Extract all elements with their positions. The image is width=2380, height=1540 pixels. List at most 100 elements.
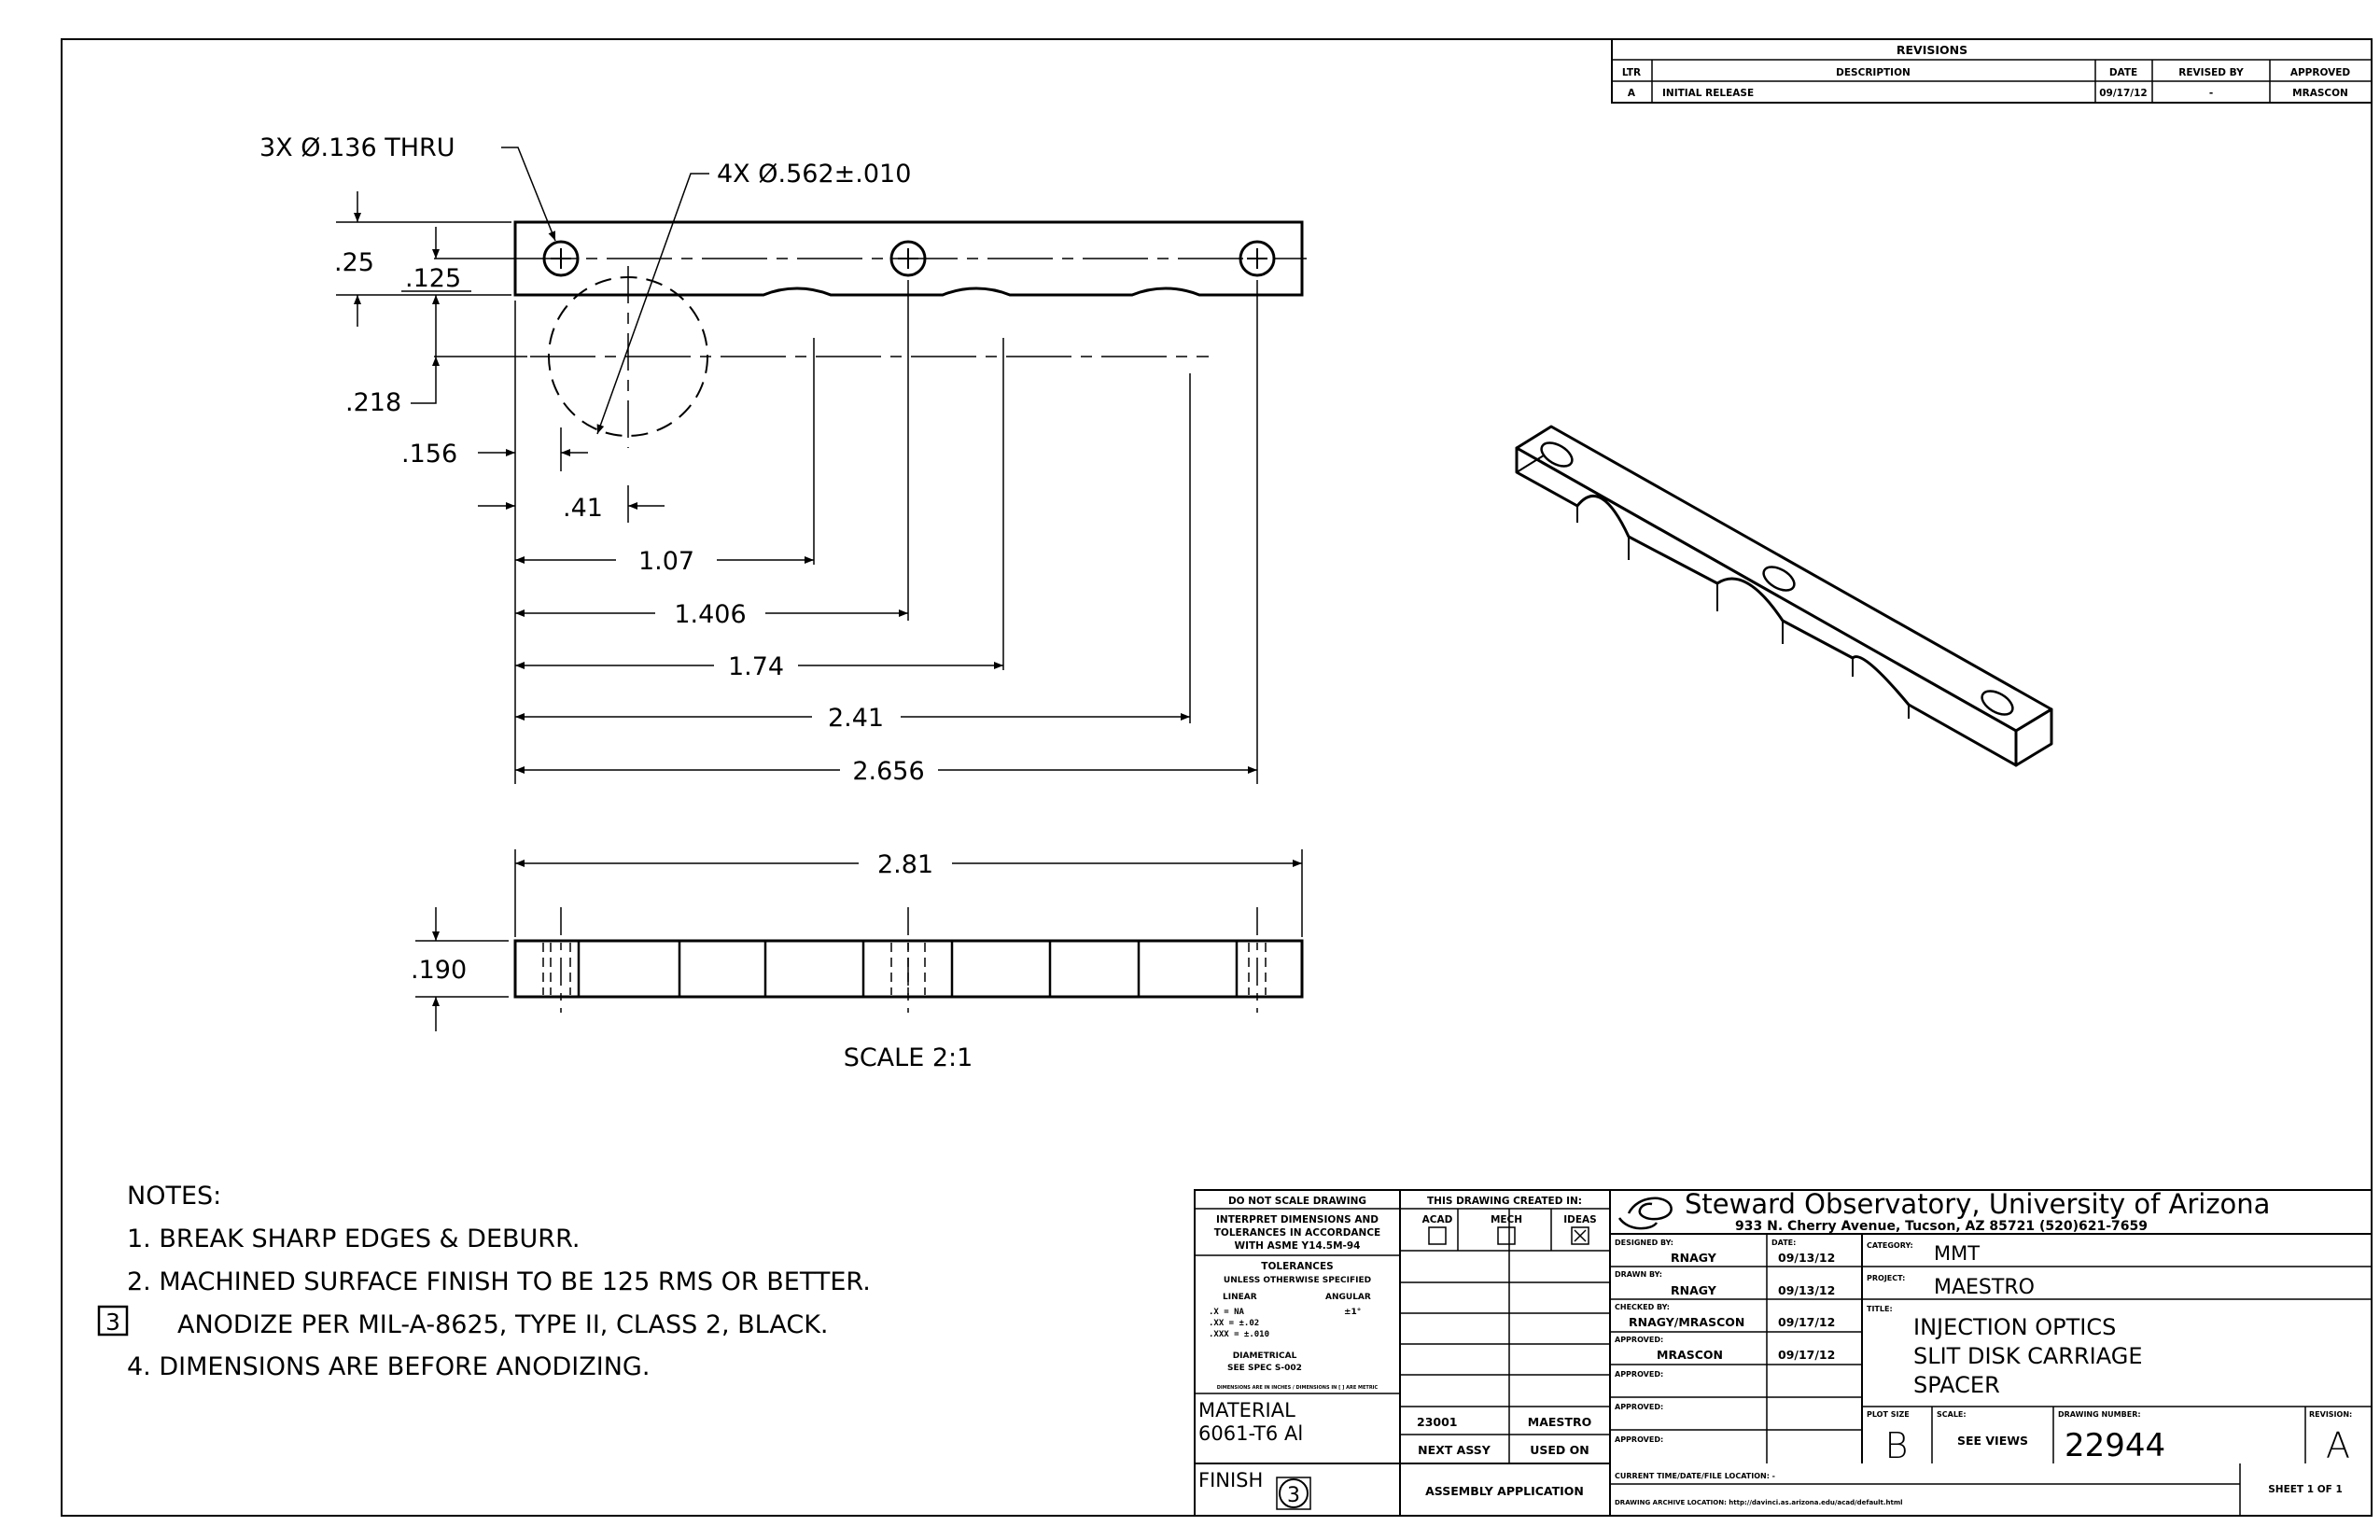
rev-col-revised-by: REVISED BY: [2178, 67, 2244, 78]
rev-row-date: 09/17/12: [2099, 88, 2148, 99]
notes-block: NOTES: 1. BREAK SHARP EDGES & DEBURR. 2.…: [97, 1182, 871, 1381]
next-assy-label: NEXT ASSY: [1418, 1443, 1491, 1457]
drawing-number-label: DRAWING NUMBER:: [2058, 1410, 2141, 1419]
used-on-label: USED ON: [1530, 1443, 1589, 1457]
material-label: MATERIAL: [1198, 1399, 1295, 1421]
dim-2.41: 2.41: [828, 704, 884, 733]
rev-row-revised-by: -: [2209, 88, 2213, 99]
created-in-ideas: IDEAS: [1563, 1214, 1596, 1225]
org-address: 933 N. Cherry Avenue, Tucson, AZ 85721 (…: [1735, 1219, 2148, 1234]
tol-angular: ±1°: [1344, 1308, 1361, 1317]
tolerances-sub: UNLESS OTHERWISE SPECIFIED: [1224, 1276, 1371, 1285]
revisions-header: REVISIONS: [1897, 43, 1967, 57]
approved-1: MRASCON: [1657, 1348, 1723, 1362]
category: MMT: [1934, 1242, 1980, 1265]
drawn-date: 09/13/12: [1778, 1283, 1835, 1297]
dim-2.81: 2.81: [877, 850, 933, 879]
interpret-line-1: INTERPRET DIMENSIONS AND: [1216, 1214, 1379, 1225]
tol-angular-label: ANGULAR: [1325, 1293, 1371, 1302]
drawing-number: 22944: [2065, 1427, 2165, 1464]
scale: SEE VIEWS: [1957, 1434, 2028, 1448]
project: MAESTRO: [1934, 1276, 2035, 1299]
dim-0.125: .125: [405, 264, 461, 293]
drawn-by-label: DRAWN BY:: [1615, 1270, 1662, 1279]
rev-row-ltr: A: [1628, 88, 1636, 99]
dims-in-inches: DIMENSIONS ARE IN INCHES / DIMENSIONS IN…: [1217, 1385, 1379, 1391]
created-in-label: THIS DRAWING CREATED IN:: [1427, 1196, 1582, 1207]
notes-heading: NOTES:: [127, 1182, 221, 1211]
acad-checkbox: [1428, 1226, 1447, 1245]
tolerances-heading: TOLERANCES: [1261, 1261, 1333, 1272]
approved-label-2: APPROVED:: [1615, 1370, 1663, 1379]
tol-xxx: .XXX = ±.010: [1209, 1330, 1269, 1339]
tol-xx: .XX = ±.02: [1209, 1319, 1259, 1328]
sheet-number: SHEET 1 OF 1: [2268, 1484, 2343, 1495]
observatory-logo: [1617, 1197, 1673, 1230]
rev-col-date: DATE: [2109, 67, 2137, 78]
dim-0.190: .190: [411, 956, 467, 985]
hole-callout: 3X Ø.136 THRU: [259, 133, 455, 162]
checked-date: 09/17/12: [1778, 1315, 1835, 1329]
dim-0.218: .218: [345, 388, 401, 417]
assembly-application: ASSEMBLY APPLICATION: [1425, 1484, 1584, 1498]
approved-label-1: APPROVED:: [1615, 1336, 1663, 1344]
interpret-line-2: TOLERANCES IN ACCORDANCE: [1214, 1227, 1380, 1239]
approved-label-4: APPROVED:: [1615, 1435, 1663, 1444]
top-view: 3X Ø.136 THRU 4X Ø.562±.010 .25 .125 .21…: [259, 133, 1307, 786]
revisions-table: REVISIONS LTR DESCRIPTION DATE REVISED B…: [1611, 38, 2373, 104]
plot-size: B: [1885, 1425, 1909, 1466]
checked-by: RNAGY/MRASCON: [1629, 1315, 1744, 1329]
rev-row-approved: MRASCON: [2292, 88, 2348, 99]
dim-1.74: 1.74: [728, 652, 784, 681]
isometric-view: [1515, 425, 2053, 767]
approved-1-date: 09/17/12: [1778, 1348, 1835, 1362]
interpret-line-3: WITH ASME Y14.5M-94: [1235, 1240, 1361, 1252]
drawn-by: RNAGY: [1671, 1283, 1717, 1297]
title-line-1: INJECTION OPTICS: [1913, 1314, 2116, 1340]
through-hole-right: [1239, 240, 1276, 277]
dim-2.656: 2.656: [852, 757, 924, 786]
tol-linear-label: LINEAR: [1223, 1293, 1257, 1302]
dim-0.156: .156: [401, 440, 457, 469]
designed-by: RNAGY: [1671, 1251, 1717, 1265]
part-outline-top-view: [513, 220, 1304, 297]
revision-label: REVISION:: [2309, 1410, 2352, 1419]
category-label: CATEGORY:: [1867, 1241, 1913, 1250]
checked-by-label: CHECKED BY:: [1615, 1303, 1670, 1311]
scale-note: SCALE 2:1: [844, 1043, 973, 1072]
material-value: 6061-T6 Al: [1198, 1422, 1303, 1445]
finish-label: FINISH: [1198, 1469, 1263, 1491]
used-on-value: MAESTRO: [1528, 1415, 1591, 1429]
designed-by-label: DESIGNED BY:: [1615, 1239, 1673, 1247]
date-label: DATE:: [1771, 1239, 1796, 1247]
ideas-checkbox: [1571, 1226, 1589, 1245]
dim-0.25: .25: [334, 248, 374, 277]
rev-col-approved: APPROVED: [2290, 67, 2351, 78]
mech-checkbox: [1497, 1226, 1516, 1245]
approved-label-3: APPROVED:: [1615, 1403, 1663, 1411]
dim-1.406: 1.406: [674, 600, 746, 629]
revision: A: [2326, 1425, 2350, 1466]
next-assy-value: 23001: [1417, 1415, 1458, 1429]
title-line-2: SLIT DISK CARRIAGE: [1913, 1343, 2143, 1369]
tol-x: .X = NA: [1209, 1308, 1245, 1317]
see-spec: SEE SPEC S-002: [1227, 1364, 1302, 1373]
title-label: TITLE:: [1867, 1305, 1893, 1313]
plot-size-label: PLOT SIZE: [1867, 1410, 1910, 1419]
org-name: Steward Observatory, University of Arizo…: [1685, 1188, 2270, 1220]
title-line-3: SPACER: [1913, 1372, 2000, 1398]
through-hole-center: [889, 240, 927, 277]
note-2: 2. MACHINED SURFACE FINISH TO BE 125 RMS…: [127, 1267, 871, 1296]
created-in-mech: MECH: [1491, 1214, 1522, 1225]
current-location: CURRENT TIME/DATE/FILE LOCATION: -: [1615, 1472, 1775, 1480]
title-block: DO NOT SCALE DRAWING INTERPRET DIMENSION…: [1194, 1188, 2373, 1517]
rev-col-description: DESCRIPTION: [1836, 67, 1911, 78]
dim-1.07: 1.07: [638, 547, 694, 576]
note-1: 1. BREAK SHARP EDGES & DEBURR.: [127, 1225, 580, 1253]
archive-location: DRAWING ARCHIVE LOCATION: http://davinci…: [1615, 1499, 1903, 1506]
bore-callout: 4X Ø.562±.010: [717, 160, 911, 189]
designed-date: 09/13/12: [1778, 1251, 1835, 1265]
note-4: 4. DIMENSIONS ARE BEFORE ANODIZING.: [127, 1352, 650, 1381]
front-view: 2.81 .190 SCALE 2:1: [411, 849, 1304, 1072]
